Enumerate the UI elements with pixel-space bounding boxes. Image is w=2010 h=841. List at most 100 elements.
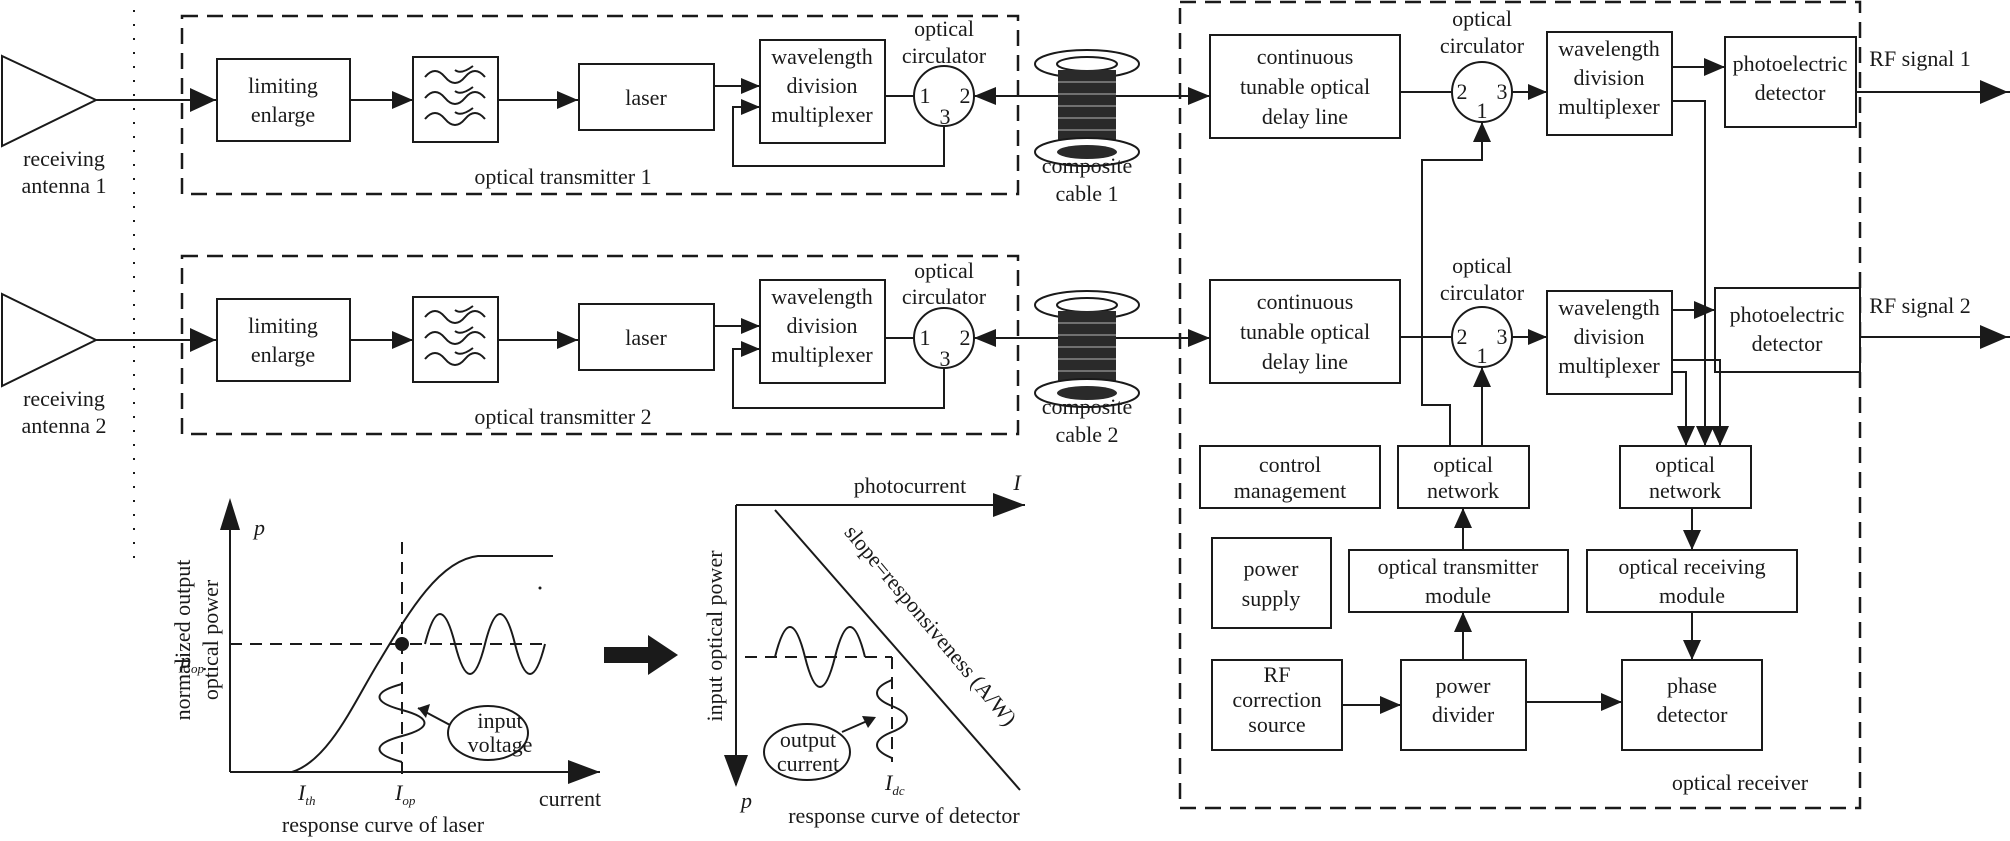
arrowhead [974, 87, 996, 105]
detector-response-curve: photocurrent I input optical power p slo… [702, 470, 1025, 828]
control-management-line1: control [1259, 452, 1321, 477]
delay-line-2-line2: tunable optical [1240, 319, 1370, 344]
detector-y-symbol: p [739, 788, 752, 813]
wdm-tx-1-line2: division [787, 73, 858, 98]
laser-x-label: current [539, 786, 601, 811]
input-voltage-line2: voltage [468, 732, 533, 757]
circulator-rx-2-port3: 3 [1497, 324, 1508, 349]
laser-response-line [291, 555, 553, 773]
delay-line-1-line3: delay line [1262, 104, 1348, 129]
arrowhead [741, 78, 760, 94]
antenna-1-label-line1: receiving [23, 146, 105, 171]
optical-transmitter-1-label: optical transmitter 1 [474, 164, 651, 189]
wdm-tx-1-line1: wavelength [771, 44, 872, 69]
antenna-1-label-line2: antenna 1 [22, 173, 107, 198]
limiting-enlarge-2-line2: enlarge [251, 342, 315, 367]
circulator-tx-1-port2: 2 [960, 83, 971, 108]
rf-signal-1-label: RF signal 1 [1869, 46, 1970, 71]
arrowhead [1696, 426, 1714, 446]
optical-network-tx-line1: optical [1433, 452, 1493, 477]
limiting-enlarge-1 [216, 58, 351, 142]
arrowhead [1683, 640, 1701, 660]
wdm-rx-1-line1: wavelength [1558, 36, 1659, 61]
circulator-rx-1-port2: 2 [1457, 79, 1468, 104]
input-voltage-line1: input [477, 708, 522, 733]
detector-x-label: photocurrent [854, 473, 966, 498]
arrowhead [1704, 58, 1725, 76]
arrowhead [1380, 696, 1401, 714]
arrowhead [1473, 367, 1491, 387]
output-current-bubble [763, 723, 851, 781]
power-divider-line2: divider [1432, 702, 1495, 727]
wdm-rx-1-line2: division [1574, 65, 1645, 90]
arrowhead [557, 91, 578, 109]
arrowhead [974, 329, 996, 347]
arrowhead [418, 704, 430, 718]
circulator-tx-2-label-line2: circulator [902, 284, 987, 309]
transition-arrow [604, 635, 678, 675]
antenna-2-label-line2: antenna 2 [22, 413, 107, 438]
input-voltage-bubble [447, 705, 529, 761]
slope-line [774, 509, 1021, 791]
arrowhead [862, 716, 876, 728]
wdm-rx-2-line1: wavelength [1558, 295, 1659, 320]
laser-y-label-line2: optical power [198, 579, 223, 700]
wdm-rx-2-line2: division [1574, 324, 1645, 349]
antenna-2-label-line1: receiving [23, 386, 105, 411]
output-sine-wave [424, 613, 546, 675]
wdm-tx-1-line3: multiplexer [771, 102, 873, 127]
antenna-2: receiving antenna 2 [1, 292, 107, 438]
i-op-label: Iop [394, 780, 416, 808]
arrowhead [1473, 122, 1491, 142]
optical-transmitter-2-frame [180, 254, 1020, 436]
detector-input-sine [774, 626, 866, 688]
arrowhead [724, 755, 748, 787]
optical-receiver-label: optical receiver [1672, 770, 1809, 795]
detector-y-label: input optical power [702, 550, 727, 722]
wdm-rx-2 [1546, 290, 1673, 395]
rf-correction-source-line2: correction [1232, 687, 1321, 712]
wdm-tx-2-line1: wavelength [771, 284, 872, 309]
photoelectric-detector-1-line1: photoelectric [1733, 51, 1848, 76]
i-th-label: Ith [297, 780, 315, 808]
optical-network-rx-line1: optical [1655, 452, 1715, 477]
delay-line-2 [1209, 279, 1401, 384]
rf-correction-source-line1: RF [1264, 662, 1291, 687]
arrowhead [1528, 84, 1547, 100]
bandpass-filter-1 [412, 56, 499, 143]
wdm-rx-2-line3: multiplexer [1558, 353, 1660, 378]
laser-caption: response curve of laser [282, 812, 485, 837]
circulator-tx-1-port1: 1 [920, 83, 931, 108]
delay-line-1-line1: continuous [1257, 44, 1354, 69]
optical-transmitter-2-label: optical transmitter 2 [474, 404, 651, 429]
line-optical-network-to-circulator-1 [1421, 122, 1483, 446]
composite-cable-2-line2: cable 2 [1056, 422, 1119, 447]
arrowhead [392, 331, 413, 349]
photoelectric-detector-2-line2: detector [1752, 331, 1824, 356]
composite-cable-1-line2: cable 1 [1056, 181, 1119, 206]
composite-cable-1-icon [1034, 49, 1140, 167]
stray-dot [538, 586, 542, 590]
laser-2 [578, 303, 715, 371]
circulator-tx-2-label-line1: optical [914, 258, 974, 283]
circulator-rx-2-label-line1: optical [1452, 253, 1512, 278]
arrowhead [557, 331, 578, 349]
laser-y-symbol: p [252, 515, 265, 540]
arrowhead [1677, 426, 1695, 446]
control-management [1199, 445, 1381, 509]
circulator-rx-1-port3: 3 [1497, 79, 1508, 104]
photoelectric-detector-2 [1714, 287, 1861, 373]
i-dc-label: Idc [884, 770, 905, 798]
laser-y-label-line1: normalized output [170, 560, 195, 721]
circulator-rx-2-label-line2: circulator [1440, 280, 1525, 305]
arrowhead [993, 493, 1025, 517]
optical-transmitter-1-frame [180, 14, 1020, 196]
optical-network-rx-line2: network [1649, 478, 1721, 503]
circulator-rx-2-port2: 2 [1457, 324, 1468, 349]
laser-1-label: laser [625, 85, 667, 110]
circulator-tx-1-label-line2: circulator [902, 43, 987, 68]
circulator-rx-1-label-line2: circulator [1440, 33, 1525, 58]
arrowhead [741, 318, 760, 334]
arrowhead [1683, 530, 1701, 550]
